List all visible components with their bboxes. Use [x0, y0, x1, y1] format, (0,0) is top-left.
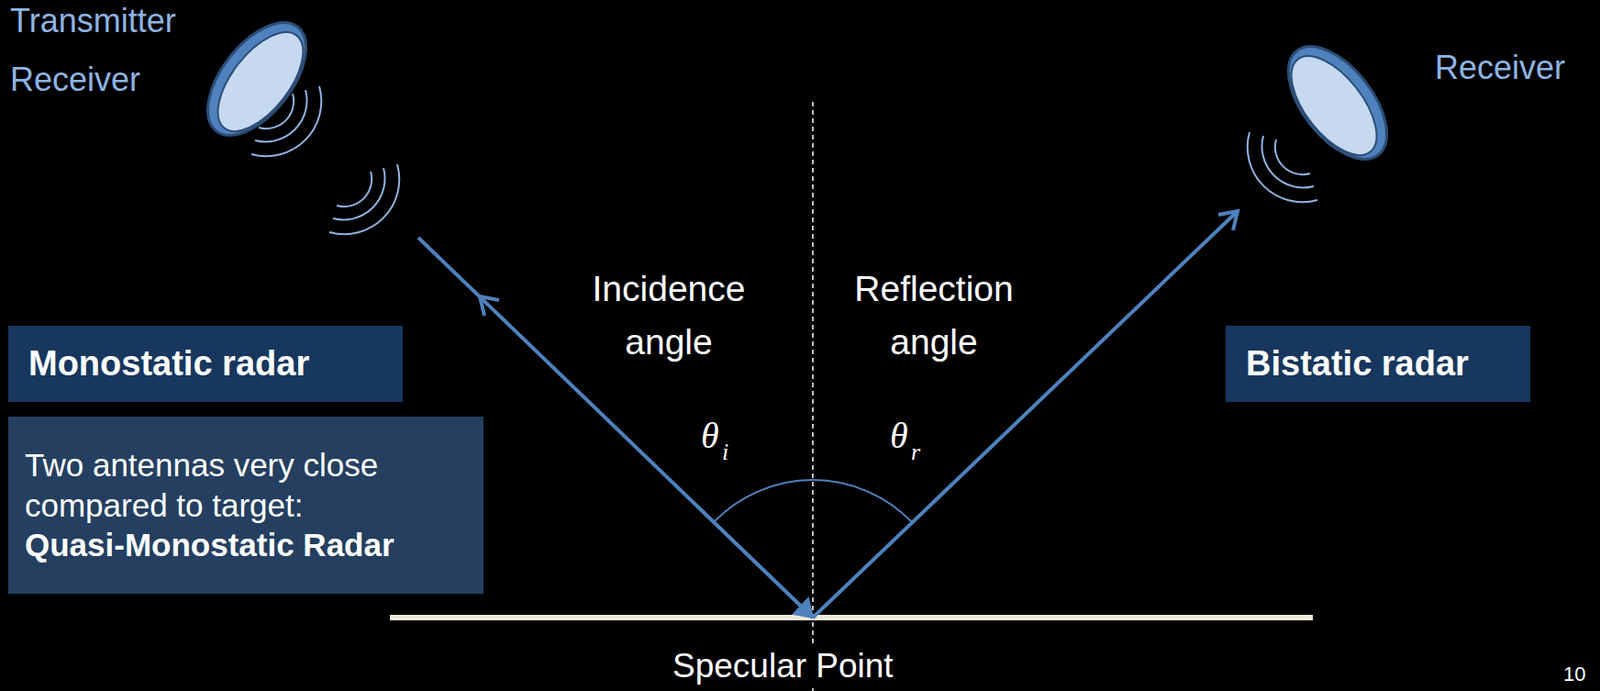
antenna-label: Receiver	[1434, 48, 1566, 87]
angle-label: Incidence angle	[563, 262, 775, 369]
text-box: Bistatic radar	[1225, 325, 1531, 402]
ray-line	[812, 211, 1238, 618]
angle-label: Reflection angle	[828, 262, 1040, 369]
arrow-head	[479, 296, 500, 316]
box-text: Bistatic radar	[1245, 342, 1511, 387]
angle-symbol: θ	[700, 414, 720, 457]
text-box: Two antennas very close compared to targ…	[8, 416, 484, 594]
arrow-head	[793, 598, 813, 618]
angle-arc	[713, 479, 912, 523]
radio-waves	[251, 86, 1318, 234]
page-number: 10	[1563, 662, 1586, 686]
point-label: Specular Point	[668, 646, 898, 687]
dish-antenna	[1269, 29, 1407, 177]
text-box: Monostatic radar	[8, 325, 403, 402]
antenna-label: Transmitter	[10, 1, 177, 40]
box-text: Quasi-Monostatic Radar	[24, 524, 467, 566]
surface-line	[389, 614, 1313, 621]
angle-subscript: i	[722, 438, 729, 467]
normal-line	[811, 101, 814, 691]
dish-antenna	[188, 5, 326, 153]
angle-symbol: θ	[889, 414, 909, 457]
box-text: Monostatic radar	[28, 342, 383, 387]
arrow-head	[1218, 211, 1238, 231]
antenna-label: Receiver	[10, 60, 141, 99]
angle-subscript: r	[911, 438, 921, 467]
box-text: Two antennas very close compared to targ…	[24, 444, 467, 526]
